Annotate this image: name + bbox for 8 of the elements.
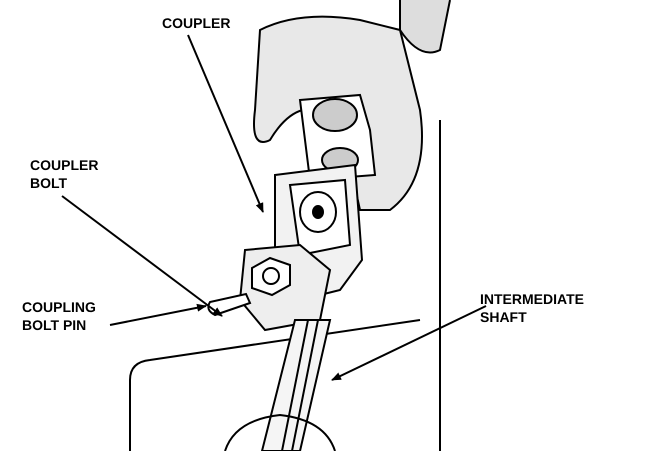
part-label: COUPLING BOLT PIN xyxy=(22,298,97,334)
part-label: COUPLER xyxy=(162,14,232,32)
part-label: INTERMEDIATE SHAFT xyxy=(480,290,585,326)
leader-line xyxy=(61,195,223,317)
leader-line xyxy=(110,304,207,326)
leader-line xyxy=(187,34,264,213)
leader-line xyxy=(331,305,486,381)
part-label: COUPLER BOLT xyxy=(30,156,100,192)
